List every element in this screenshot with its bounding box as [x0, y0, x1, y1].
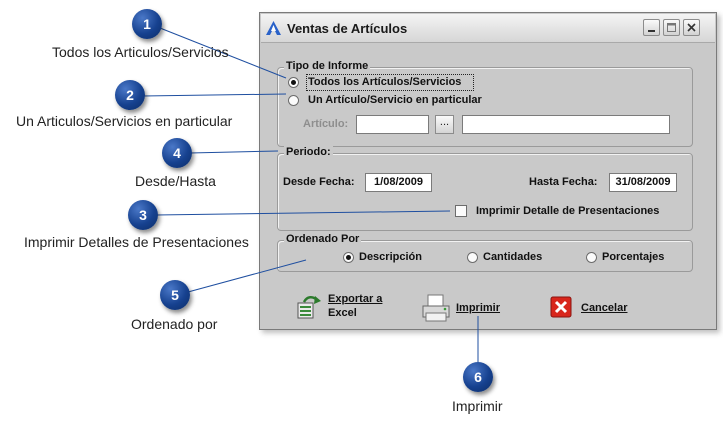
callout-label: Todos los Articulos/Servicios	[52, 44, 229, 60]
ventas-dialog: Ventas de Artículos Tipo de Informe Todo…	[259, 12, 717, 330]
title-bar[interactable]: Ventas de Artículos	[261, 14, 715, 43]
cancelar-label: Cancelar	[581, 302, 628, 314]
desde-fecha-field[interactable]: 1/08/2009	[365, 173, 432, 192]
cantidades-label[interactable]: Cantidades	[483, 251, 543, 263]
close-icon	[687, 23, 696, 32]
close-button[interactable]	[683, 19, 700, 36]
radio-todos-articulos[interactable]	[288, 77, 299, 88]
callout-badge: 5	[160, 280, 190, 310]
printer-icon	[422, 294, 450, 322]
hasta-fecha-label: Hasta Fecha:	[529, 176, 598, 188]
periodo-label: Periodo:	[284, 146, 333, 158]
callout-label: Ordenado por	[131, 316, 218, 332]
cancelar-button[interactable]: Cancelar	[550, 291, 640, 325]
tipo-informe-group	[277, 67, 693, 147]
maximize-icon	[667, 23, 676, 32]
app-logo-icon	[266, 21, 281, 35]
window-title: Ventas de Artículos	[287, 21, 408, 36]
exportar-excel-button[interactable]: Exportar a Excel	[295, 291, 390, 325]
imprimir-button[interactable]: Imprimir	[420, 291, 510, 325]
export-excel-icon	[297, 296, 321, 319]
radio-descripcion[interactable]	[343, 252, 354, 263]
minimize-button[interactable]	[643, 19, 660, 36]
tipo-informe-label: Tipo de Informe	[284, 60, 371, 72]
cancel-icon	[550, 296, 572, 318]
radio-porcentajes[interactable]	[586, 252, 597, 263]
ordenado-por-label: Ordenado Por	[284, 233, 362, 245]
minimize-icon	[648, 30, 655, 32]
imprimir-detalle-label[interactable]: Imprimir Detalle de Presentaciones	[476, 205, 660, 217]
exportar-label-line2: Excel	[328, 307, 357, 319]
descripcion-label[interactable]: Descripción	[359, 251, 422, 263]
callout-badge: 6	[463, 362, 493, 392]
ordenado-por-group	[277, 240, 693, 272]
callout-badge: 2	[115, 80, 145, 110]
articulo-code-field[interactable]	[356, 115, 429, 134]
radio-un-articulo[interactable]	[288, 95, 299, 106]
imprimir-label: Imprimir	[456, 302, 501, 314]
imprimir-detalle-checkbox[interactable]	[455, 205, 467, 217]
focus-rect	[306, 74, 474, 91]
todos-articulos-label[interactable]: Todos los Artículos/Servicios	[308, 76, 462, 88]
porcentajes-label[interactable]: Porcentajes	[602, 251, 665, 263]
callout-badge: 4	[162, 138, 192, 168]
un-articulo-label[interactable]: Un Artículo/Servicio en particular	[308, 94, 482, 106]
callout-label: Un Articulos/Servicios en particular	[16, 113, 233, 129]
callout-badge: 1	[132, 9, 162, 39]
callout-label: Desde/Hasta	[135, 173, 216, 189]
articulo-label: Artículo:	[303, 118, 349, 130]
maximize-button[interactable]	[663, 19, 680, 36]
desde-fecha-label: Desde Fecha:	[283, 176, 355, 188]
periodo-group	[277, 153, 693, 231]
callout-badge: 3	[128, 200, 158, 230]
hasta-fecha-field[interactable]: 31/08/2009	[609, 173, 677, 192]
callout-label: Imprimir	[452, 398, 503, 414]
callout-label: Imprimir Detalles de Presentaciones	[24, 234, 249, 250]
articulo-browse-button[interactable]: ...	[435, 115, 454, 134]
articulo-desc-field[interactable]	[462, 115, 670, 134]
exportar-label-line1: Exportar a	[328, 293, 383, 305]
radio-cantidades[interactable]	[467, 252, 478, 263]
